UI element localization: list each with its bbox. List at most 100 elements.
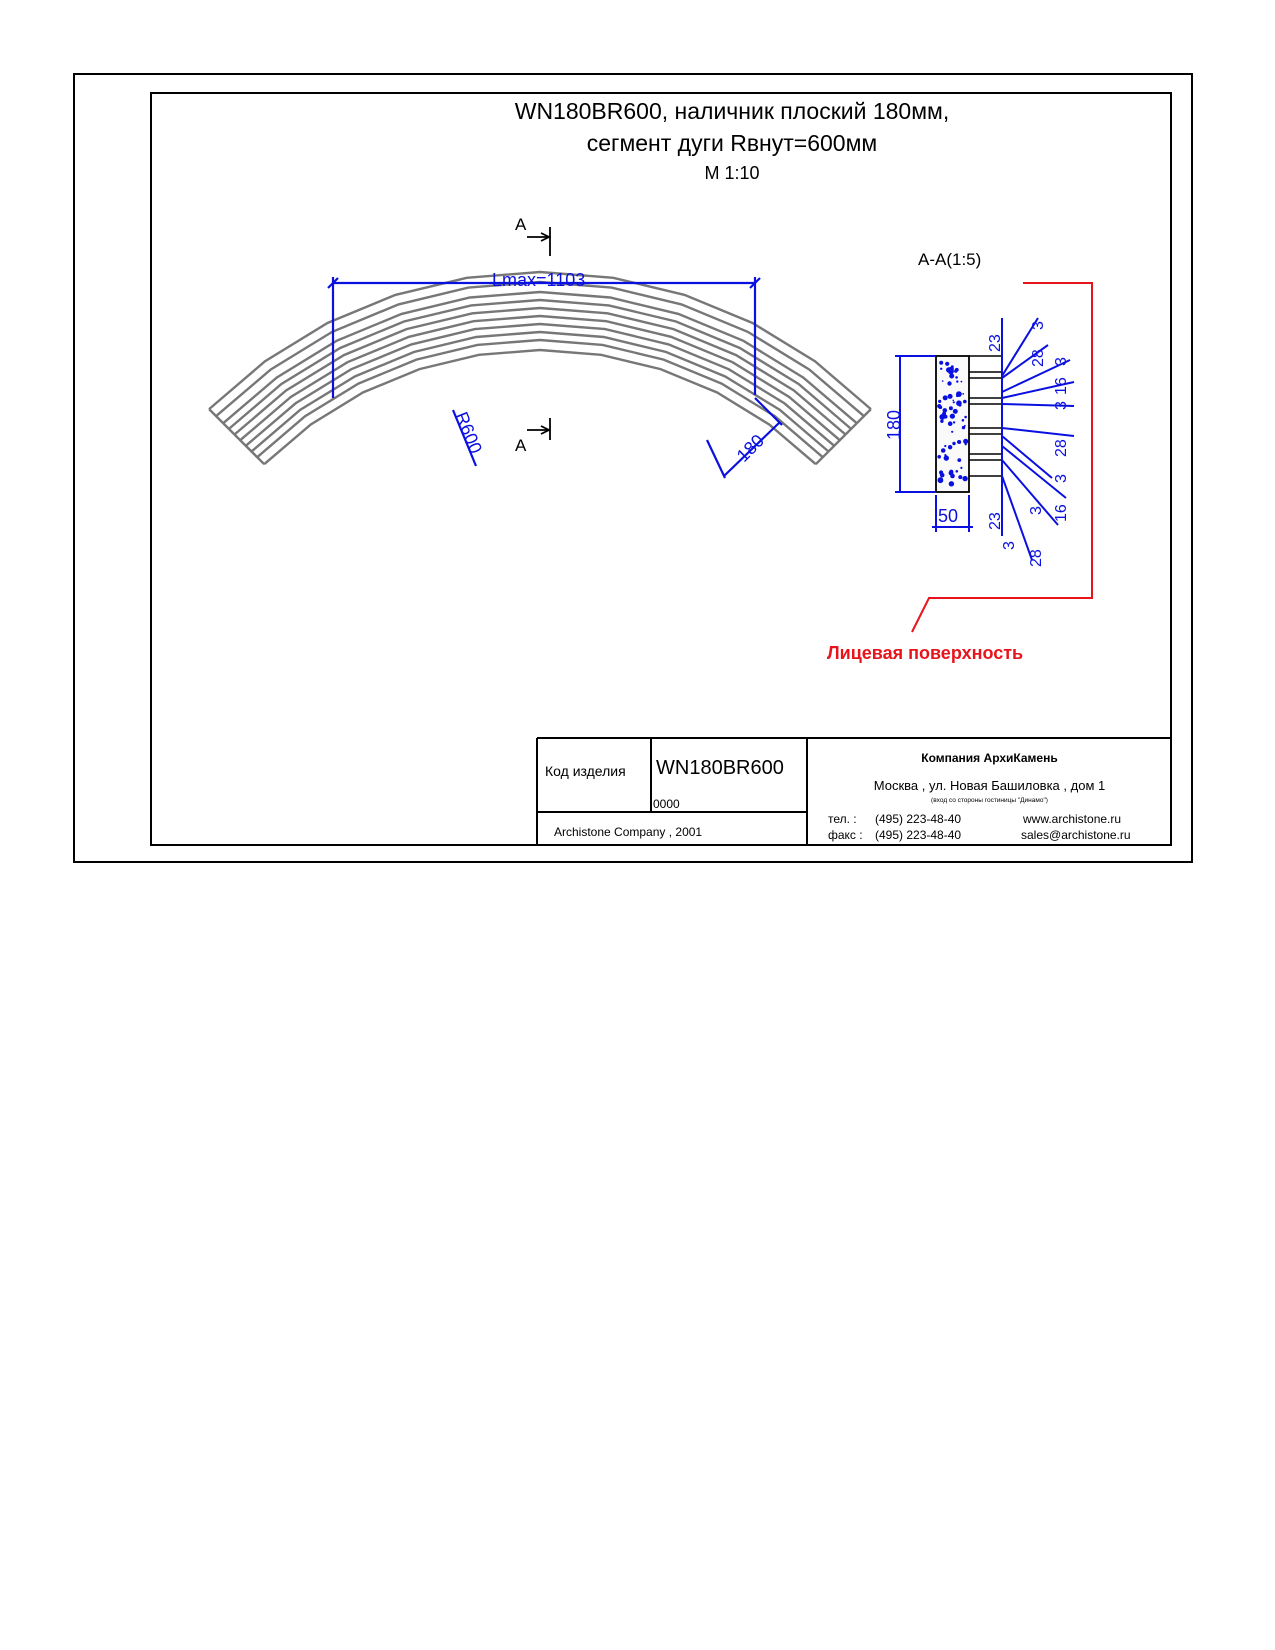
stone-dot bbox=[942, 411, 947, 416]
drawing-sheet-border bbox=[73, 73, 1193, 863]
stone-dot bbox=[956, 391, 962, 397]
stone-dot bbox=[957, 440, 960, 444]
groove-3 bbox=[969, 403, 1003, 429]
leader-3a bbox=[1001, 317, 1039, 377]
section-arrowhead-bottom bbox=[540, 425, 552, 435]
stone-dot bbox=[938, 405, 943, 410]
tb-fax-label: факс : bbox=[828, 828, 863, 842]
stone-dot bbox=[942, 408, 948, 413]
section-dimensions bbox=[895, 317, 1075, 561]
stone-dot bbox=[952, 441, 956, 446]
stone-dot bbox=[963, 438, 969, 444]
arc-profile-line bbox=[222, 290, 858, 425]
stone-dot bbox=[958, 475, 963, 480]
stone-dot bbox=[961, 425, 966, 430]
plan-dimensions bbox=[327, 277, 783, 479]
arc-profile-line bbox=[228, 298, 852, 430]
leader-16a bbox=[1001, 381, 1075, 399]
width-extension-inner bbox=[706, 439, 726, 479]
stone-dot bbox=[947, 421, 953, 427]
arc-profile-line bbox=[250, 330, 830, 453]
groove-1 bbox=[969, 355, 1003, 373]
stone-dot bbox=[952, 399, 954, 402]
dim-3-d: 3 bbox=[1053, 474, 1070, 483]
dim-3-e: 3 bbox=[1028, 506, 1045, 515]
radius-leader bbox=[451, 409, 478, 467]
leader-3b bbox=[1001, 359, 1071, 393]
stone-dot bbox=[956, 400, 962, 407]
groove-5 bbox=[969, 459, 1003, 477]
lmax-tick-right bbox=[749, 277, 761, 289]
width-label: 180 bbox=[733, 430, 768, 465]
dim-3-a: 3 bbox=[1030, 321, 1047, 330]
tb-website[interactable]: www.archistone.ru bbox=[1023, 812, 1122, 826]
dim-28-a: 28 bbox=[1030, 349, 1047, 367]
stone-dot bbox=[962, 475, 968, 482]
arc-profile-line bbox=[263, 348, 817, 466]
leader-28c bbox=[1001, 475, 1033, 561]
drawing-frame bbox=[150, 92, 1172, 846]
stone-dot bbox=[948, 406, 953, 411]
dim-3-f: 3 bbox=[1001, 541, 1018, 550]
section-stone-body bbox=[935, 355, 970, 493]
stone-dot bbox=[952, 408, 958, 414]
lmax-tick-left bbox=[327, 277, 339, 289]
dim-28-b: 28 bbox=[1053, 439, 1070, 457]
stone-dot bbox=[941, 380, 944, 382]
section-title: А-А(1:5) bbox=[918, 250, 982, 269]
section-mark-bottom: А bbox=[515, 436, 527, 455]
stone-dot bbox=[947, 381, 952, 386]
stone-dot bbox=[939, 472, 945, 478]
stone-dot bbox=[948, 481, 955, 487]
tb-copyright: Archistone Company , 2001 bbox=[554, 825, 703, 839]
stone-dot bbox=[960, 380, 963, 383]
stone-dot bbox=[948, 470, 954, 476]
section-cut-marks bbox=[527, 227, 552, 440]
stone-dot bbox=[949, 373, 955, 379]
stone-dot bbox=[957, 458, 962, 462]
section-width-label: 50 bbox=[938, 506, 958, 526]
lmax-label: Lmax=1103 bbox=[492, 270, 585, 290]
dim-3-b: 3 bbox=[1053, 357, 1070, 366]
tb-email[interactable]: sales@archistone.ru bbox=[1021, 828, 1131, 842]
arc-molding-plan-view bbox=[208, 270, 872, 466]
arc-end-line bbox=[814, 408, 872, 466]
stone-dot bbox=[952, 421, 956, 424]
dim-23-top: 23 bbox=[987, 334, 1004, 352]
drawing-scale: М 1:10 bbox=[704, 163, 760, 183]
stone-dot bbox=[964, 443, 967, 446]
section-dim-labels: 180 50 23 3 28 3 16 3 28 3 23 3 16 3 28 bbox=[884, 321, 1070, 567]
stone-dot bbox=[955, 470, 959, 473]
section-mark-top: А bbox=[515, 215, 527, 234]
arc-end-line bbox=[208, 408, 266, 466]
section-height-label: 180 bbox=[884, 410, 904, 440]
stone-dot bbox=[964, 415, 967, 419]
stone-dot bbox=[939, 477, 943, 480]
tb-address-note: (вход со стороны гостиницы "Динамо") bbox=[931, 797, 1048, 804]
arc-profile-lines bbox=[208, 270, 872, 466]
stone-dot bbox=[940, 419, 944, 423]
width-extension-outer bbox=[754, 397, 783, 426]
leader-28b bbox=[1001, 427, 1075, 437]
dim-3-c: 3 bbox=[1053, 401, 1070, 410]
section-arrowhead-top bbox=[540, 232, 552, 242]
stone-dot bbox=[937, 455, 941, 459]
leader-16b bbox=[1001, 459, 1059, 526]
arc-profile-line bbox=[208, 270, 872, 411]
stone-dot bbox=[947, 445, 953, 450]
groove-4 bbox=[969, 433, 1003, 455]
stone-dot bbox=[964, 424, 966, 427]
stone-dot bbox=[947, 393, 953, 399]
width-dimension-line bbox=[723, 421, 781, 477]
stone-dot bbox=[961, 419, 965, 422]
drawing-title-line2: сегмент дуги Rвнут=600мм bbox=[586, 130, 878, 156]
face-surface-marker bbox=[911, 282, 1093, 633]
section-grooves bbox=[969, 355, 1003, 477]
arc-profile-line bbox=[256, 338, 824, 459]
stone-dot bbox=[940, 448, 946, 453]
leader-3d bbox=[1001, 435, 1053, 479]
stone-dot bbox=[949, 414, 953, 418]
stone-dot bbox=[943, 455, 949, 461]
tb-phone: (495) 223-48-40 bbox=[875, 812, 962, 826]
